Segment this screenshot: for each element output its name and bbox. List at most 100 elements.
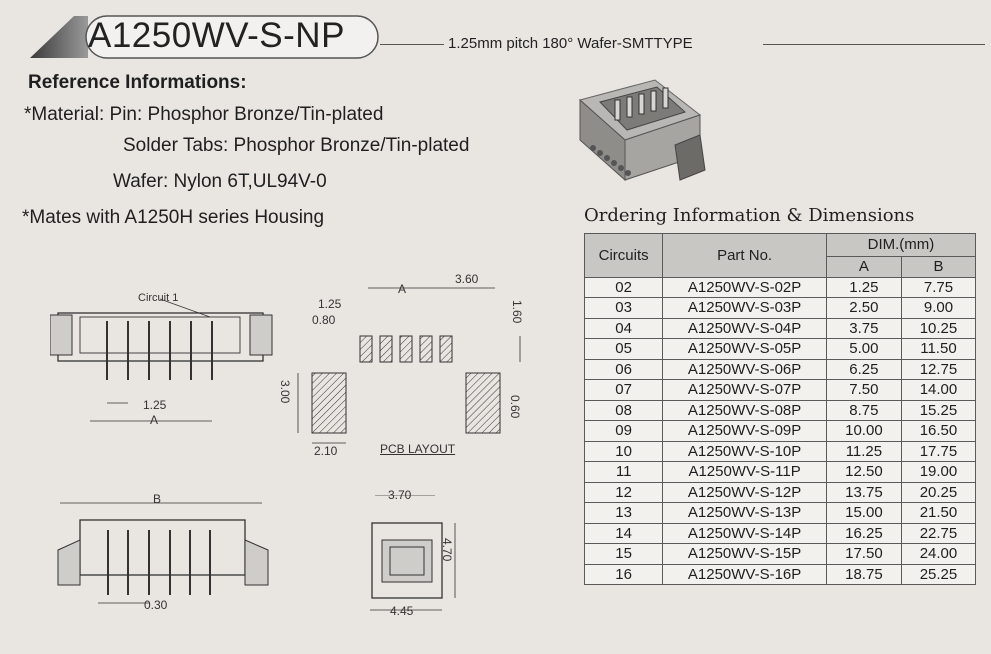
connector-3d-illustration xyxy=(578,79,706,182)
cell-circuits: 07 xyxy=(583,379,664,401)
wafer-line: Wafer: Nylon 6T,UL94V-0 xyxy=(113,171,327,192)
cell-dim-a: 12.50 xyxy=(825,461,902,483)
cell-part-no: A1250WV-S-16P xyxy=(662,563,827,585)
cell-dim-b: 16.50 xyxy=(900,420,977,442)
cell-part-no: A1250WV-S-09P xyxy=(662,420,827,442)
title-rule-right xyxy=(763,44,985,45)
cell-circuits: 09 xyxy=(583,420,664,442)
cell-dim-a: 8.75 xyxy=(825,399,902,421)
cell-dim-a: 16.25 xyxy=(825,522,902,544)
material-line: *Material: Pin: Phosphor Bronze/Tin-plat… xyxy=(24,104,384,125)
dim-060-pcb: 0.60 xyxy=(508,395,522,419)
col-circuits: Circuits xyxy=(583,233,664,278)
cell-circuits: 06 xyxy=(583,358,664,380)
cell-dim-b: 10.25 xyxy=(900,317,977,339)
cell-part-no: A1250WV-S-12P xyxy=(662,481,827,503)
front-view-drawing xyxy=(50,298,273,422)
dim-360-pcb: 3.60 xyxy=(455,272,479,286)
col-a: A xyxy=(825,256,902,278)
cell-part-no: A1250WV-S-10P xyxy=(662,440,827,462)
dim-160-pcb: 1.60 xyxy=(510,300,524,324)
cell-circuits: 12 xyxy=(583,481,664,503)
dim-470-side: 4.70 xyxy=(440,538,454,562)
cell-dim-a: 6.25 xyxy=(825,358,902,380)
dim-a-pcb: A xyxy=(398,282,407,296)
ordering-heading: Ordering Information & Dimensions xyxy=(584,205,915,226)
cell-part-no: A1250WV-S-13P xyxy=(662,502,827,524)
pcb-layout-label: PCB LAYOUT xyxy=(380,442,456,456)
cell-dim-b: 9.00 xyxy=(900,297,977,319)
cell-dim-a: 5.00 xyxy=(825,338,902,360)
circuit1-label: Circuit 1 xyxy=(138,292,179,304)
cell-dim-a: 18.75 xyxy=(825,563,902,585)
dim-210-pcb: 2.10 xyxy=(314,444,338,458)
cell-circuits: 13 xyxy=(583,502,664,524)
cell-part-no: A1250WV-S-14P xyxy=(662,522,827,544)
cell-part-no: A1250WV-S-11P xyxy=(662,461,827,483)
cell-part-no: A1250WV-S-15P xyxy=(662,543,827,565)
cell-dim-a: 1.25 xyxy=(825,276,902,298)
cell-dim-b: 15.25 xyxy=(900,399,977,421)
cell-dim-a: 10.00 xyxy=(825,420,902,442)
bottom-view-drawing xyxy=(57,502,269,604)
cell-dim-b: 25.25 xyxy=(900,563,977,585)
dim-030-bottom: 0.30 xyxy=(144,598,168,612)
cell-circuits: 02 xyxy=(583,276,664,298)
cell-dim-a: 15.00 xyxy=(825,502,902,524)
cell-circuits: 16 xyxy=(583,563,664,585)
page-subtitle: 1.25mm pitch 180° Wafer-SMTTYPE xyxy=(448,35,693,52)
pcb-layout-drawing xyxy=(297,287,521,444)
cell-circuits: 08 xyxy=(583,399,664,421)
cell-part-no: A1250WV-S-06P xyxy=(662,358,827,380)
page-title: A1250WV-S-NP xyxy=(88,16,345,55)
cell-circuits: 10 xyxy=(583,440,664,462)
dim-a-front: A xyxy=(150,413,159,427)
cell-part-no: A1250WV-S-08P xyxy=(662,399,827,421)
cell-dim-b: 11.50 xyxy=(900,338,977,360)
cell-dim-a: 7.50 xyxy=(825,379,902,401)
cell-dim-b: 20.25 xyxy=(900,481,977,503)
cell-dim-b: 17.75 xyxy=(900,440,977,462)
cell-part-no: A1250WV-S-03P xyxy=(662,297,827,319)
col-dim: DIM.(mm) xyxy=(825,233,977,257)
cell-dim-a: 11.25 xyxy=(825,440,902,462)
cell-circuits: 05 xyxy=(583,338,664,360)
cell-part-no: A1250WV-S-05P xyxy=(662,338,827,360)
solder-line: Solder Tabs: Phosphor Bronze/Tin-plated xyxy=(123,135,470,156)
cell-dim-b: 19.00 xyxy=(900,461,977,483)
side-view-drawing xyxy=(370,495,456,611)
title-wedge-shape xyxy=(30,16,88,58)
dim-300-pcb: 3.00 xyxy=(278,380,292,404)
cell-dim-a: 2.50 xyxy=(825,297,902,319)
cell-part-no: A1250WV-S-04P xyxy=(662,317,827,339)
mates-line: *Mates with A1250H series Housing xyxy=(22,207,325,228)
title-banner xyxy=(30,15,379,59)
cell-dim-b: 14.00 xyxy=(900,379,977,401)
cell-dim-b: 24.00 xyxy=(900,543,977,565)
dim-445-side: 4.45 xyxy=(390,604,414,618)
cell-dim-b: 21.50 xyxy=(900,502,977,524)
title-rule-left xyxy=(380,44,444,45)
cell-circuits: 03 xyxy=(583,297,664,319)
dim-370-side: 3.70 xyxy=(388,488,412,502)
cell-dim-b: 12.75 xyxy=(900,358,977,380)
cell-dim-b: 22.75 xyxy=(900,522,977,544)
cell-circuits: 11 xyxy=(583,461,664,483)
dim-080-pcb: 0.80 xyxy=(312,313,336,327)
dim-125-front: 1.25 xyxy=(143,398,167,412)
cell-dim-b: 7.75 xyxy=(900,276,977,298)
dim-b-bottom: B xyxy=(153,492,162,506)
cell-part-no: A1250WV-S-07P xyxy=(662,379,827,401)
